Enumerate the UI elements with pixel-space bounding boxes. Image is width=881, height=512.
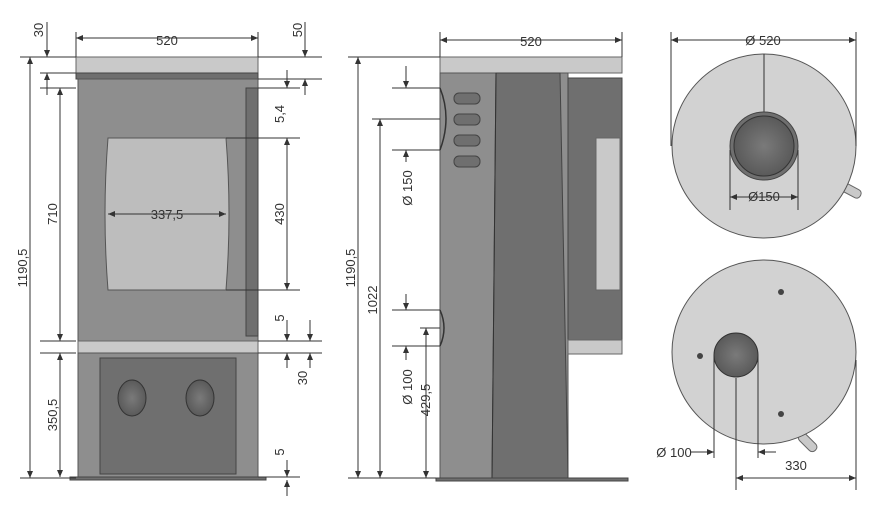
bottom-outline (671, 259, 857, 445)
side-vent-3 (453, 134, 481, 147)
side-vent-4 (453, 155, 481, 168)
side-diameter-bottom-label: Ø 100 (400, 369, 415, 404)
side-inlet (439, 309, 445, 347)
front-top-rim (75, 72, 259, 80)
front-gap-top-label: 5,4 (272, 105, 287, 123)
side-view: 520 1190,5 1022 Ø 150 Ø 100 429,5 (343, 32, 629, 482)
front-door-height-label: 710 (45, 203, 60, 225)
front-hole-right (185, 379, 215, 417)
front-lower-label: 350,5 (45, 399, 60, 432)
side-base-band (567, 339, 623, 355)
front-height-total-label: 1190,5 (15, 249, 30, 288)
side-inlet-height-label: 429,5 (418, 384, 433, 417)
side-width-label: 520 (520, 34, 542, 49)
front-side-strip (245, 87, 259, 337)
side-top-plate (439, 56, 623, 74)
bottom-bolt-1 (778, 289, 784, 295)
front-width-label: 520 (156, 33, 178, 48)
side-height-total-label: 1190,5 (343, 249, 358, 288)
bottom-bolt-2 (697, 353, 703, 359)
side-vent-2 (453, 113, 481, 126)
bottom-inlet-label: Ø 100 (656, 445, 691, 460)
front-gap-bottom-label: 5 (272, 448, 287, 455)
side-outlet (439, 87, 447, 151)
front-top-label: 30 (31, 23, 46, 37)
front-top-right-label: 50 (290, 23, 305, 37)
top-flue-label: Ø150 (748, 189, 780, 204)
top-view: Ø 520 Ø150 (670, 32, 862, 239)
side-tube (491, 72, 569, 479)
side-vent-1 (453, 92, 481, 105)
side-handle (595, 137, 621, 291)
front-lower-inner (99, 357, 237, 475)
front-glass-height-label: 430 (272, 203, 287, 225)
bottom-view: Ø 100 330 (656, 259, 857, 490)
front-gap-mid-label: 5 (272, 314, 287, 321)
top-diameter-label: Ø 520 (745, 33, 780, 48)
side-floor-plate (435, 477, 629, 482)
bottom-inlet (713, 332, 759, 378)
front-floor-plate (69, 476, 267, 481)
front-view: 520 1190,5 30 710 350,5 337,5 50 5,4 430 (15, 22, 322, 496)
front-glass-width-label: 337,5 (151, 207, 184, 222)
side-diameter-top-label: Ø 150 (400, 170, 415, 205)
front-top-plate (75, 56, 259, 74)
front-hole-left (117, 379, 147, 417)
bottom-bolt-3 (778, 411, 784, 417)
bottom-offset-label: 330 (785, 458, 807, 473)
top-flue (733, 115, 795, 177)
side-outlet-height-label: 1022 (365, 286, 380, 315)
front-base-band (77, 340, 259, 354)
front-base-top-label: 30 (295, 371, 310, 385)
